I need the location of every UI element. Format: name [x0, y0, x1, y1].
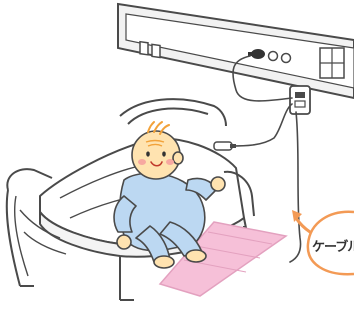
cable-label: ケーブル	[312, 236, 354, 255]
wall-panel-icon	[118, 4, 354, 98]
nurse-call-switch-icon	[214, 142, 236, 150]
wall-outlet-icon	[290, 86, 310, 114]
